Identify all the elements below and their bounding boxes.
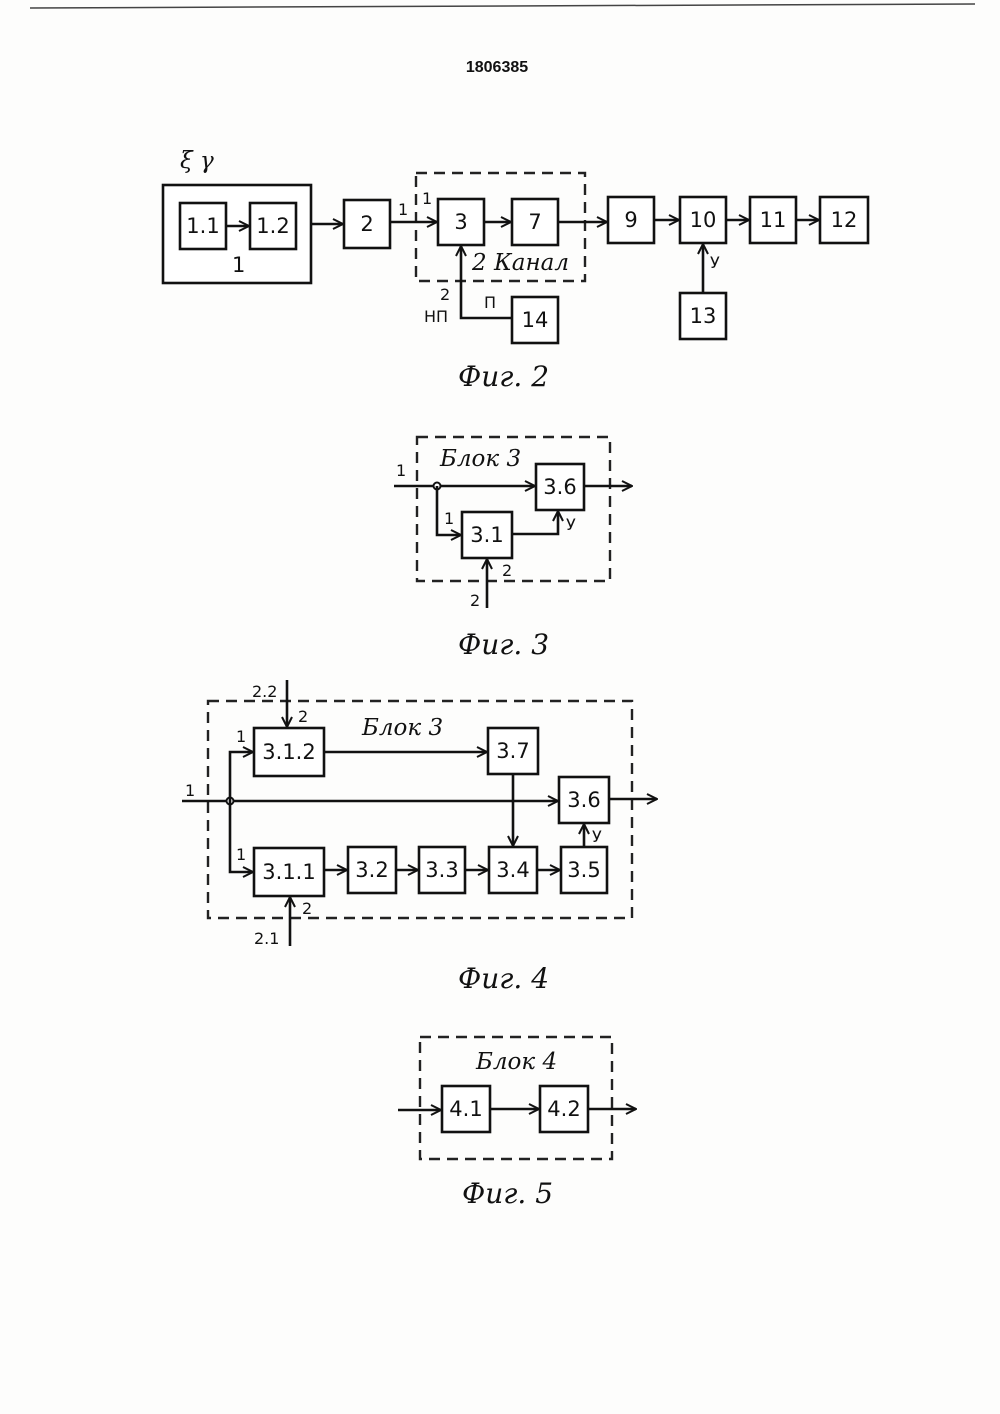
block-3-3-label: 3.3 [425, 858, 458, 882]
input-1-fig4: 1 [185, 781, 195, 800]
figure-2: ξ γ 1 1.1 1.2 2 1 1 3 7 2 Канал 9 10 11 … [163, 148, 868, 393]
caption-fig2: Фиг. 2 [458, 360, 549, 393]
port-1a-fig4: 1 [236, 727, 246, 746]
block-7-label: 7 [528, 210, 541, 234]
block-4-2-label: 4.2 [547, 1097, 580, 1121]
channel-label: 2 Канал [471, 250, 569, 276]
u-label-fig4: У [592, 827, 602, 846]
port-2a-fig4: 2 [298, 707, 308, 726]
port-2b-fig4: 2 [302, 899, 312, 918]
figure-3: Блок 3 1 3.6 1 3.1 У 2 2 Фиг. 3 [394, 437, 632, 661]
block-4-1-label: 4.1 [449, 1097, 482, 1121]
caption-fig3: Фиг. 3 [458, 628, 549, 661]
input-2-2-fig4: 2.2 [252, 682, 277, 701]
block-3-1-fig3-label: 3.1 [470, 523, 503, 547]
port-1-fig3: 1 [444, 509, 454, 528]
signal-label: ξ γ [180, 148, 214, 174]
block-4-title: Блок 4 [475, 1049, 557, 1075]
block-3-1-2-label: 3.1.2 [262, 740, 315, 764]
block-3-4-label: 3.4 [496, 858, 529, 882]
input-2-fig3: 2 [470, 591, 480, 610]
block-3-label: 3 [454, 210, 467, 234]
figure-4: Блок 3 2.2 2 1 1 3.1.2 3.7 3.6 1 3.1.1 3… [182, 680, 657, 995]
arrow-3-1-to-3-6-fig3 [512, 511, 558, 534]
unit-1-label: 1 [232, 253, 245, 277]
block-3-2-label: 3.2 [355, 858, 388, 882]
block-3-5-label: 3.5 [567, 858, 600, 882]
port-1b: 1 [422, 189, 432, 208]
block-3-title-fig3: Блок 3 [439, 446, 521, 472]
caption-fig4: Фиг. 4 [458, 962, 549, 995]
block-1-2-label: 1.2 [256, 214, 289, 238]
port-1a: 1 [398, 200, 408, 219]
caption-fig5: Фиг. 5 [462, 1177, 553, 1210]
block-3-6-fig4-label: 3.6 [567, 788, 600, 812]
arrow-junction-to-3-1-2 [230, 752, 253, 801]
np-label: НП [424, 307, 448, 326]
block-14-label: 14 [522, 308, 549, 332]
port-2-fig3: 2 [502, 561, 512, 580]
u-label-fig3: У [566, 515, 576, 534]
port-2: 2 [440, 285, 450, 304]
figure-5: Блок 4 4.1 4.2 Фиг. 5 [398, 1037, 636, 1210]
block-12-label: 12 [831, 208, 858, 232]
top-border-line [30, 4, 975, 8]
block-3-7-label: 3.7 [496, 739, 529, 763]
port-1b-fig4: 1 [236, 845, 246, 864]
patent-number: 1806385 [466, 59, 528, 76]
block-10-label: 10 [690, 208, 717, 232]
input-2-1-fig4: 2.1 [254, 929, 279, 948]
block-2-label: 2 [360, 212, 373, 236]
p-label: П [484, 293, 496, 312]
block-3-1-1-label: 3.1.1 [262, 860, 315, 884]
block-1-1-label: 1.1 [186, 214, 219, 238]
u-label-fig2: У [710, 253, 720, 272]
block-9-label: 9 [624, 208, 637, 232]
block-11-label: 11 [760, 208, 787, 232]
block-13-label: 13 [690, 304, 717, 328]
block-3-title-fig4: Блок 3 [361, 715, 443, 741]
block-3-6-fig3-label: 3.6 [543, 475, 576, 499]
input-1-fig3: 1 [396, 461, 406, 480]
